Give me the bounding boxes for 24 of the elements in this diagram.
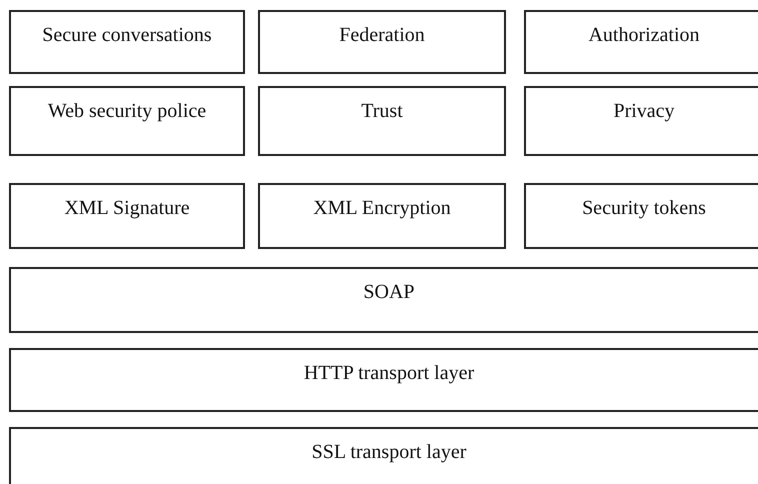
layer-label: Security tokens [581, 197, 707, 220]
layer-box [9, 427, 758, 484]
layer-box [9, 348, 758, 412]
layer-box [9, 10, 245, 74]
layer-label: Authorization [587, 24, 701, 47]
layer-label: SSL transport layer [310, 441, 468, 464]
layer-label: XML Encryption [312, 197, 452, 220]
layer-box [524, 86, 758, 156]
layer-box [524, 183, 758, 249]
layer-box [9, 267, 758, 333]
layer-label: SOAP [362, 281, 416, 304]
layer-label: XML Signature [63, 197, 191, 220]
layer-label: Federation [338, 24, 426, 47]
layer-box [258, 183, 506, 249]
layer-label: HTTP transport layer [302, 362, 476, 385]
layer-box [524, 10, 758, 74]
layer-label: Privacy [612, 100, 676, 123]
layer-box [9, 86, 245, 156]
layer-label: Web security police [46, 100, 208, 123]
layer-box [258, 86, 506, 156]
layer-label: Trust [360, 100, 404, 123]
layer-label: Secure conversations [41, 24, 213, 47]
layer-box [9, 183, 245, 249]
layer-box [258, 10, 506, 74]
